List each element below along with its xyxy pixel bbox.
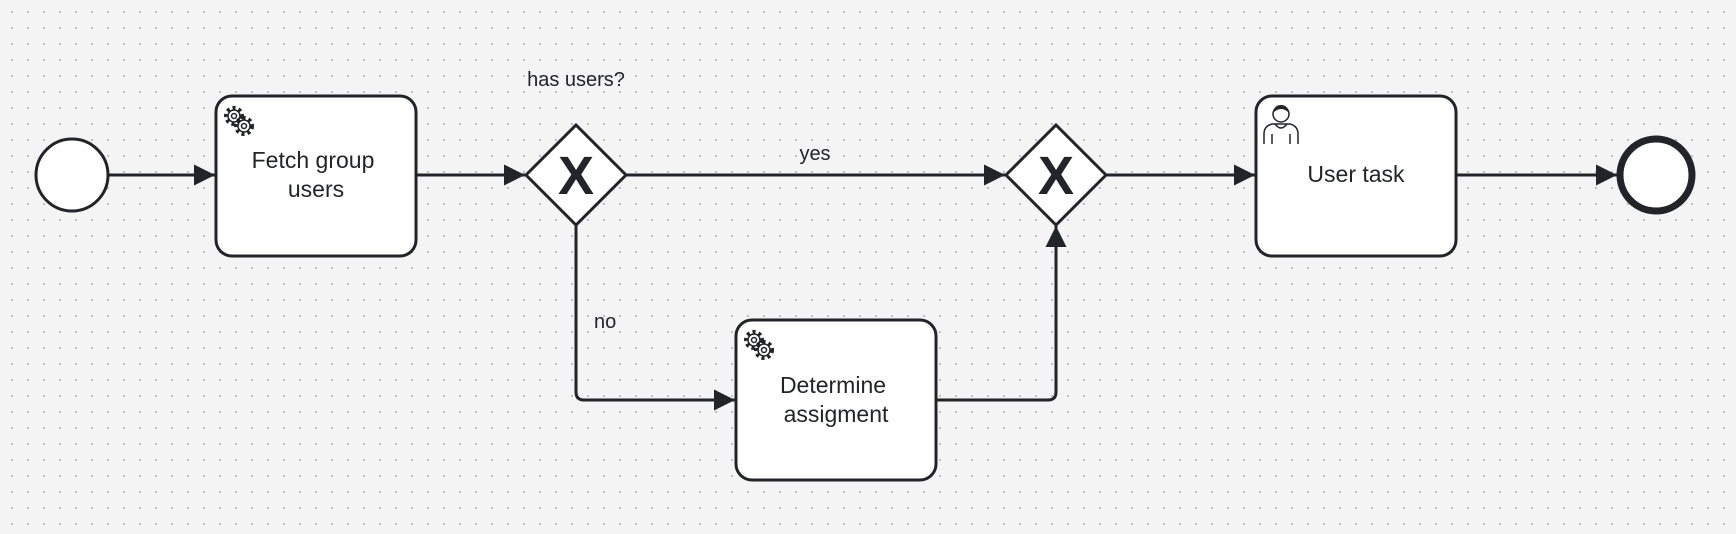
user-icon [1263,105,1299,144]
flow-no[interactable] [574,225,735,411]
gear-icon [744,330,774,360]
gateway-split-diamond[interactable] [523,122,629,228]
task-determine-box[interactable] [734,318,938,482]
gear-icon [224,106,254,136]
task-fetch-label-line2: users [288,176,344,202]
exclusive-gateway-merge[interactable]: X [1003,122,1109,228]
task-fetch-group-users[interactable]: Fetch group users [214,94,418,258]
flow-no-label: no [594,311,616,333]
gateway-merge-diamond[interactable] [1003,122,1109,228]
flow-yes-label: yes [799,143,830,165]
start-event[interactable] [34,137,110,213]
task-user-task[interactable]: User task [1254,94,1458,258]
task-determine-label-line2: assigment [784,401,889,427]
exclusive-gateway-split[interactable]: X [523,122,629,228]
task-fetch-box[interactable] [214,94,418,258]
gateway-split-label: has users? [527,69,625,91]
end-event[interactable] [1616,135,1696,215]
sequence-flows [108,164,1617,411]
task-user-label: User task [1307,161,1405,187]
task-user-box[interactable] [1254,94,1458,258]
gateway-merge-marker: X [1038,146,1074,206]
gateway-split-marker: X [558,146,594,206]
task-determine-assigment[interactable]: Determine assigment [734,318,938,482]
flow-determine-to-merge[interactable] [937,226,1067,402]
task-determine-label-line1: Determine [780,372,886,398]
task-fetch-label-line1: Fetch group [252,147,375,173]
